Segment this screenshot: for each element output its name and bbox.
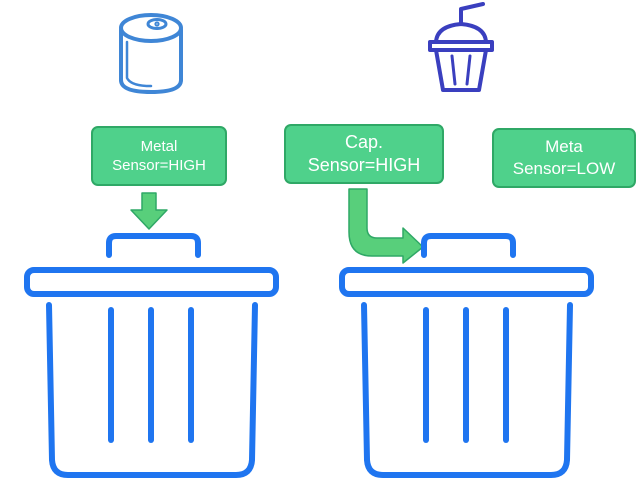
bent-arrow-icon	[348, 188, 424, 264]
meta-sensor-label: Meta Sensor=LOW	[492, 128, 636, 188]
right-trash-bin-icon	[339, 233, 594, 478]
left-trash-bin-icon	[24, 233, 279, 478]
metal-sensor-value: Sensor=HIGH	[112, 157, 206, 174]
metal-sensor-title: Metal	[140, 137, 178, 155]
down-arrow-icon	[130, 192, 168, 230]
cap-sensor-value: Sensor=HIGH	[307, 155, 421, 175]
cap-sensor-title: Cap.	[344, 131, 384, 152]
metal-sensor-label: Metal Sensor=HIGH	[91, 126, 227, 186]
meta-sensor-value: Sensor=LOW	[512, 159, 616, 178]
cap-sensor-label: Cap. Sensor=HIGH	[284, 124, 444, 184]
meta-sensor-title: Meta	[545, 136, 583, 156]
